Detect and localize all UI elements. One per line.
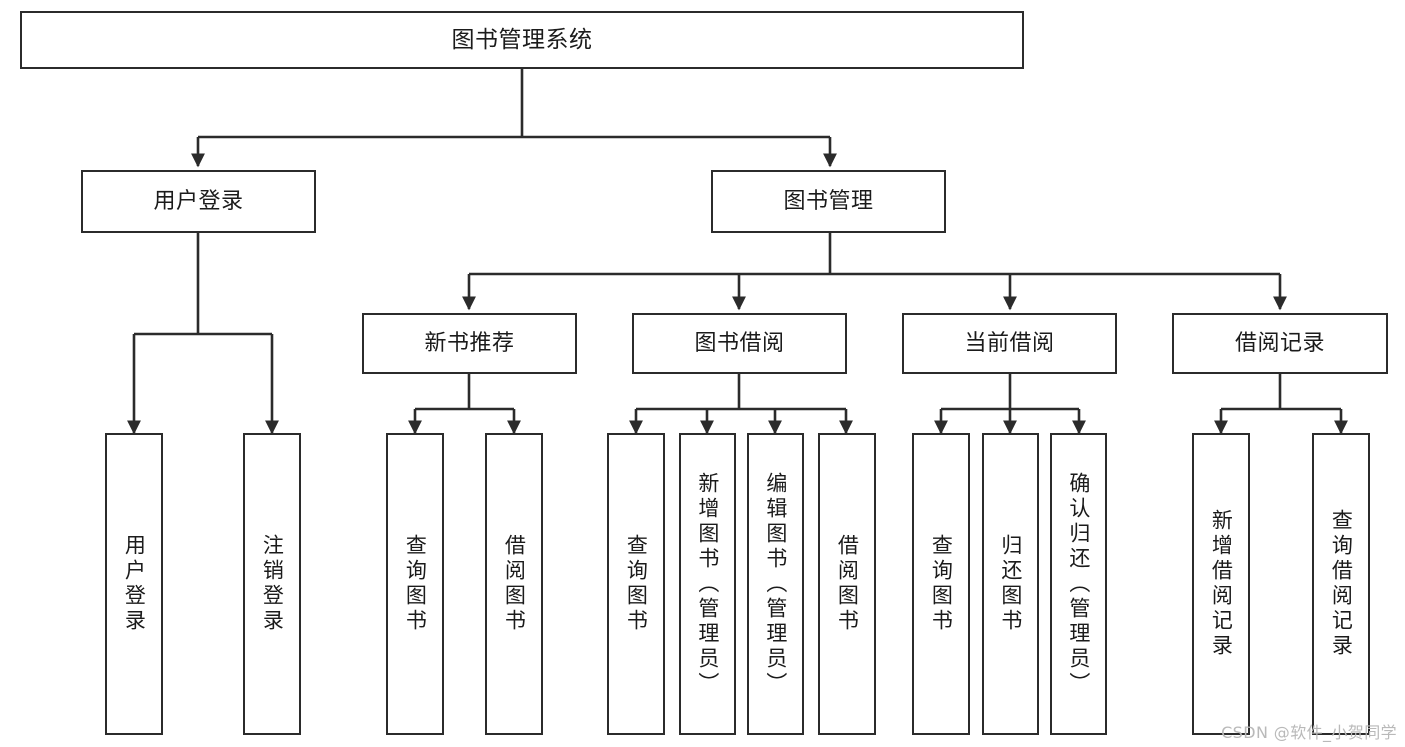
node-label: 查询图书 <box>403 534 428 634</box>
leaf-borrow-edit-book-admin[interactable]: 编辑图书（管理员） <box>747 433 804 735</box>
node-label: 查询图书 <box>929 534 954 634</box>
node-label: 图书管理系统 <box>451 26 593 53</box>
leaf-user-login-login[interactable]: 用户登录 <box>105 433 163 735</box>
leaf-borrow-borrow-book[interactable]: 借阅图书 <box>818 433 876 735</box>
node-label: 图书管理 <box>783 188 874 214</box>
node-label: 借阅记录 <box>1234 330 1325 356</box>
leaf-borrow-query-book[interactable]: 查询图书 <box>607 433 665 735</box>
node-root-system[interactable]: 图书管理系统 <box>20 11 1024 69</box>
leaf-current-return-book[interactable]: 归还图书 <box>982 433 1039 735</box>
leaf-borrow-add-book-admin[interactable]: 新增图书（管理员） <box>679 433 736 735</box>
csdn-watermark: CSDN @软件_小贺同学 <box>1221 723 1397 742</box>
node-book-borrow[interactable]: 图书借阅 <box>632 313 847 374</box>
leaf-record-add-record[interactable]: 新增借阅记录 <box>1192 433 1250 735</box>
node-label: 确认归还（管理员） <box>1066 471 1091 697</box>
leaf-record-query-record[interactable]: 查询借阅记录 <box>1312 433 1370 735</box>
node-label: 当前借阅 <box>964 330 1055 356</box>
leaf-current-confirm-return-admin[interactable]: 确认归还（管理员） <box>1050 433 1107 735</box>
node-current-borrow[interactable]: 当前借阅 <box>902 313 1117 374</box>
leaf-user-login-logout[interactable]: 注销登录 <box>243 433 301 735</box>
node-label: 归还图书 <box>998 534 1023 634</box>
leaf-recommend-query-book[interactable]: 查询图书 <box>386 433 444 735</box>
node-label: 查询图书 <box>624 534 649 634</box>
node-label: 注销登录 <box>260 534 285 634</box>
node-label: 新增图书（管理员） <box>695 471 720 697</box>
node-label: 用户登录 <box>122 534 147 634</box>
node-label: 新书推荐 <box>424 330 515 356</box>
node-label: 查询借阅记录 <box>1329 509 1354 659</box>
node-label: 借阅图书 <box>835 534 860 634</box>
node-label: 借阅图书 <box>502 534 527 634</box>
leaf-recommend-borrow-book[interactable]: 借阅图书 <box>485 433 543 735</box>
node-label: 用户登录 <box>153 188 244 214</box>
node-label: 图书借阅 <box>694 330 785 356</box>
node-book-management[interactable]: 图书管理 <box>711 170 946 233</box>
node-user-login[interactable]: 用户登录 <box>81 170 316 233</box>
node-borrow-record[interactable]: 借阅记录 <box>1172 313 1388 374</box>
node-label: 编辑图书（管理员） <box>763 471 788 697</box>
node-label: 新增借阅记录 <box>1209 509 1234 659</box>
leaf-current-query-book[interactable]: 查询图书 <box>912 433 970 735</box>
node-new-book-recommend[interactable]: 新书推荐 <box>362 313 577 374</box>
